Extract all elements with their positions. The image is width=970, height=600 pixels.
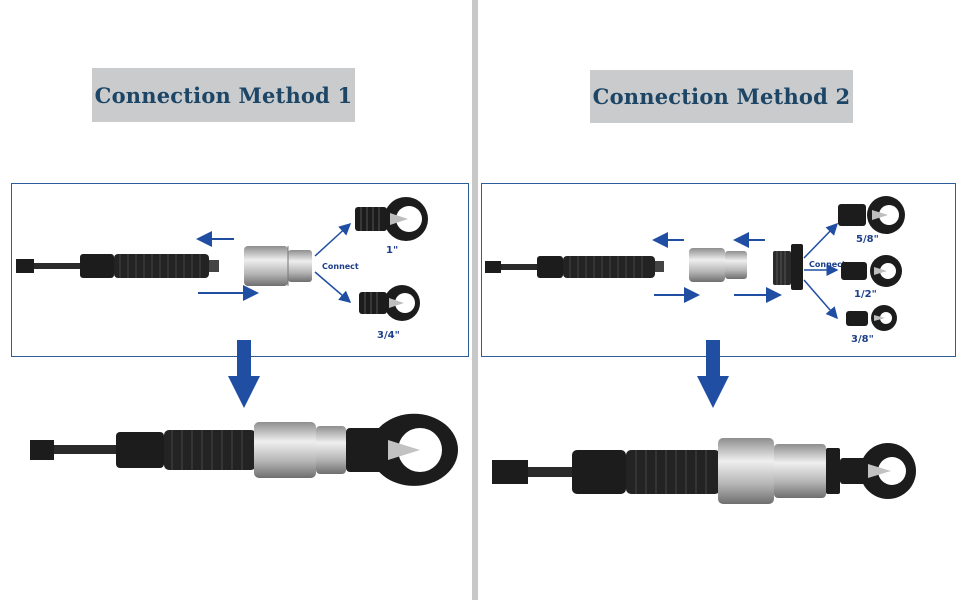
method1-title: Connection Method 1 xyxy=(94,82,353,108)
method1-assembled-tool xyxy=(30,413,458,486)
nut-splitter-3-8in xyxy=(846,305,897,331)
connect-arrow-up xyxy=(803,222,839,259)
method2-assembled-tool xyxy=(492,438,916,504)
connect-arrow-up xyxy=(314,222,352,257)
size-label-3-8in: 3/8" xyxy=(851,334,874,345)
extractor-body xyxy=(485,256,664,278)
connect-arrow-down xyxy=(314,271,352,303)
nut-splitter-3-4in xyxy=(359,285,420,321)
method2-title-box: Connection Method 2 xyxy=(590,70,853,123)
connect-label: Connect xyxy=(809,260,846,269)
method1-panel: Connection Method 1 xyxy=(0,0,472,600)
extractor-body xyxy=(16,254,219,278)
method2-panel: Connection Method 2 xyxy=(478,0,970,600)
method1-title-box: Connection Method 1 xyxy=(92,68,355,122)
size-label-1-2in: 1/2" xyxy=(854,289,877,300)
method2-exploded-diagram: Connect 5/8" 1/2" 3/8" xyxy=(485,196,905,345)
nut-splitter-1in xyxy=(355,197,428,241)
method2-down-arrow xyxy=(697,340,729,408)
method2-title: Connection Method 2 xyxy=(592,84,851,109)
chrome-coupler xyxy=(244,246,312,286)
nut-splitter-1-2in xyxy=(841,255,902,287)
size-label-1in: 1" xyxy=(386,245,398,256)
method2-diagram-box: Connect 5/8" 1/2" 3/8" xyxy=(481,183,956,357)
method1-exploded-diagram: Connect 1" 3/4" xyxy=(16,197,428,341)
threaded-adapter xyxy=(773,244,803,290)
nut-splitter-5-8in xyxy=(838,196,905,234)
connect-arrow-down xyxy=(803,279,838,320)
method1-diagram-box: Connect 1" 3/4" xyxy=(11,183,469,357)
panel-divider xyxy=(472,0,478,600)
connect-label: Connect xyxy=(322,262,359,271)
method1-down-arrow xyxy=(228,340,260,408)
size-label-3-4in: 3/4" xyxy=(377,330,400,341)
chrome-coupler xyxy=(689,248,747,282)
size-label-5-8in: 5/8" xyxy=(856,234,879,245)
